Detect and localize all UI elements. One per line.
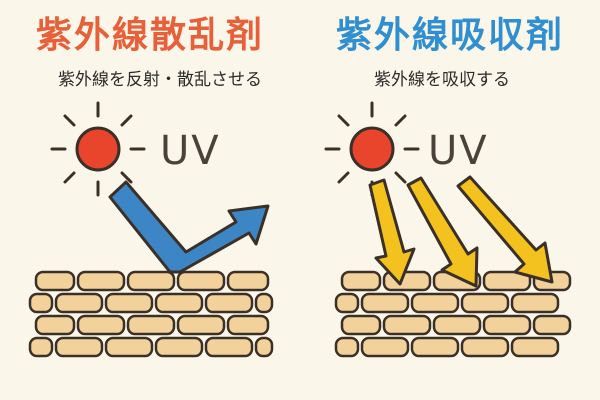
- absorption-panel: 紫外線吸収剤 紫外線を吸収する: [300, 0, 600, 400]
- absorption-scene: [324, 101, 572, 358]
- absorbed-uv-arrow: [456, 175, 554, 284]
- sun-icon: [50, 101, 146, 197]
- scattering-scene: [28, 101, 274, 358]
- absorbed-uv-arrow: [368, 178, 416, 286]
- scattering-title: 紫外線散乱剤: [35, 15, 264, 56]
- skin-cells: [28, 270, 274, 358]
- skin-cells: [334, 270, 572, 358]
- absorption-title: 紫外線吸収剤: [335, 15, 564, 56]
- sun-icon: [324, 101, 420, 197]
- reflected-uv-arrow: [108, 180, 270, 274]
- absorbed-uv-arrow: [406, 176, 479, 288]
- absorption-subtitle: 紫外線を吸収する: [374, 70, 510, 90]
- uv-label: UV: [160, 128, 221, 174]
- scattering-panel: 紫外線散乱剤 紫外線を反射・散乱させる: [28, 15, 274, 358]
- uv-label: UV: [428, 128, 489, 174]
- scattering-subtitle: 紫外線を反射・散乱させる: [58, 70, 262, 90]
